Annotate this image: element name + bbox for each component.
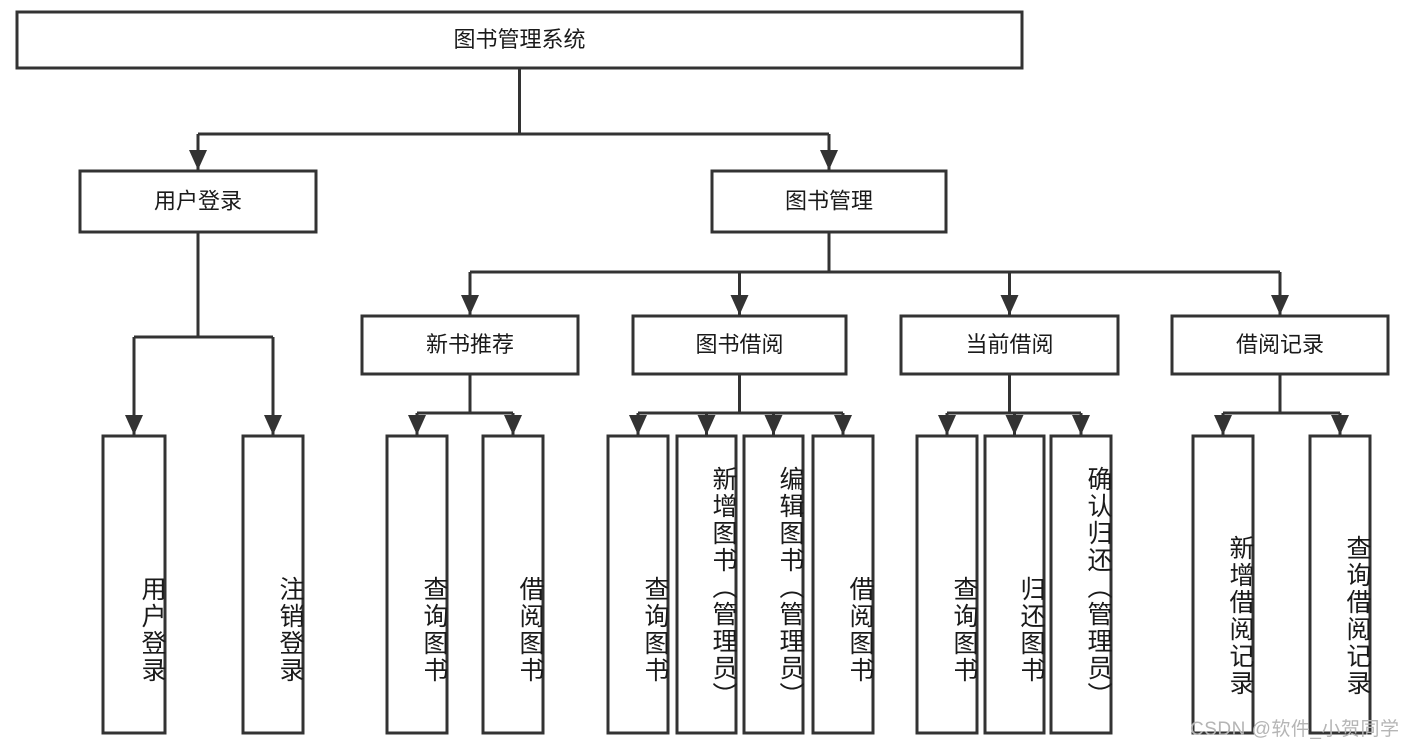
arrow-head-icon <box>408 415 426 435</box>
arrow-head-icon <box>697 415 716 435</box>
node-leaf-9[interactable] <box>983 434 1046 735</box>
arrow-head-icon <box>1072 415 1090 435</box>
node-level3-label-1: 图书借阅 <box>695 332 783 357</box>
node-leaf-10[interactable] <box>1049 434 1113 735</box>
node-level2-1[interactable] <box>710 169 948 234</box>
node-leaf-5[interactable] <box>675 434 738 735</box>
node-level3-0[interactable] <box>360 314 580 376</box>
node-leaf-4[interactable] <box>606 434 670 735</box>
watermark-text: CSDN @软件_小贺同学 <box>1190 719 1400 740</box>
node-leaf-12[interactable] <box>1308 434 1372 735</box>
node-level3-label-0: 新书推荐 <box>426 332 514 357</box>
connector-layer <box>125 68 1349 435</box>
node-root[interactable] <box>15 10 1024 70</box>
arrow-head-icon <box>264 415 282 435</box>
arrow-head-icon <box>1005 415 1024 435</box>
node-leaf-2[interactable] <box>385 434 449 735</box>
arrow-head-icon <box>629 415 647 435</box>
node-level3-3[interactable] <box>1170 314 1390 376</box>
node-leaf-7[interactable] <box>811 434 875 735</box>
arrow-head-icon <box>1271 295 1289 315</box>
arrow-head-icon <box>730 295 749 315</box>
node-root-label: 图书管理系统 <box>453 27 585 52</box>
node-leaf-1[interactable] <box>241 434 305 735</box>
node-level2-0[interactable] <box>78 169 318 234</box>
node-leaf-6[interactable] <box>742 434 805 735</box>
arrow-head-icon <box>1000 295 1019 315</box>
node-level3-label-2: 当前借阅 <box>965 332 1053 357</box>
arrow-head-icon <box>125 415 143 435</box>
node-leaf-3[interactable] <box>481 434 545 735</box>
arrow-head-icon <box>1331 415 1349 435</box>
arrow-head-icon <box>504 415 522 435</box>
arrow-head-icon <box>938 415 956 435</box>
arrow-head-icon <box>461 295 479 315</box>
node-box-layer <box>15 10 1390 735</box>
arrow-head-icon <box>764 415 783 435</box>
node-level3-2[interactable] <box>899 314 1120 376</box>
arrow-head-icon <box>1214 415 1232 435</box>
arrow-head-icon <box>820 150 838 170</box>
arrow-head-icon <box>834 415 852 435</box>
node-level3-label-3: 借阅记录 <box>1236 332 1324 357</box>
node-leaf-8[interactable] <box>915 434 979 735</box>
node-level2-label-0: 用户登录 <box>154 188 242 213</box>
arrow-head-icon <box>189 150 207 170</box>
node-level3-1[interactable] <box>631 314 848 376</box>
node-leaf-0[interactable] <box>101 434 167 735</box>
node-level2-label-1: 图书管理 <box>785 188 873 213</box>
node-leaf-11[interactable] <box>1191 434 1255 735</box>
